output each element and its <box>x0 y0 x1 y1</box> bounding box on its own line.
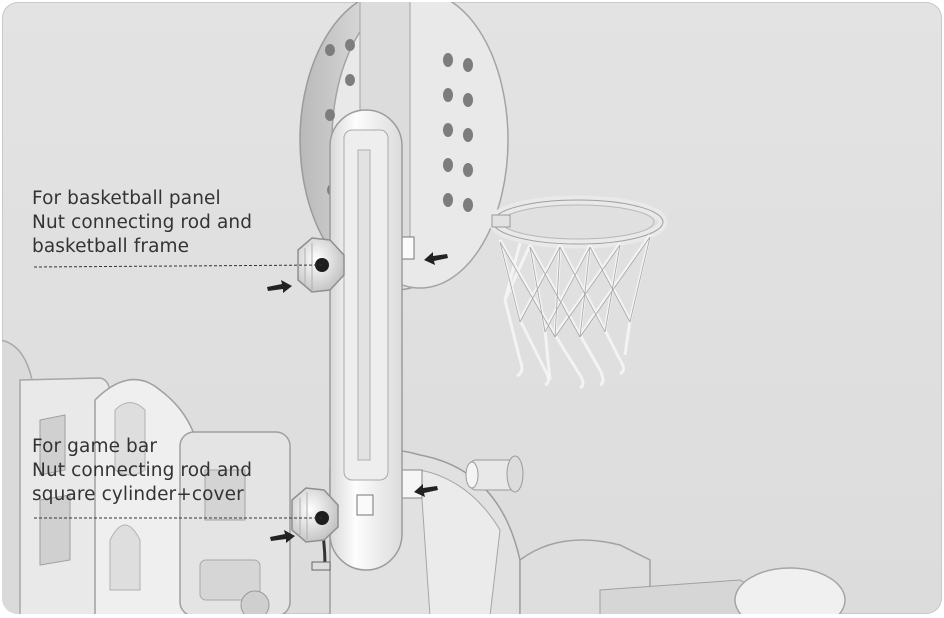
leader-line-top <box>34 265 322 267</box>
game-bar-panel <box>330 450 845 614</box>
caption-line: basketball frame <box>32 235 252 259</box>
caption-line: For basketball panel <box>32 187 252 211</box>
caption-line: Nut connecting rod and <box>32 211 252 235</box>
basketball-panel-caption: For basketball panel Nut connecting rod … <box>32 187 252 259</box>
arrow-icon <box>267 280 292 293</box>
basketball-hoop <box>492 200 663 244</box>
basketball-net <box>500 235 650 388</box>
game-bar-caption: For game bar Nut connecting rod and squa… <box>32 435 252 507</box>
caption-line: Nut connecting rod and <box>32 459 252 483</box>
square-cylinder-cover <box>466 456 523 492</box>
connecting-rod <box>330 110 402 570</box>
caption-line: square cylinder+cover <box>32 483 252 507</box>
caption-line: For game bar <box>32 435 252 459</box>
